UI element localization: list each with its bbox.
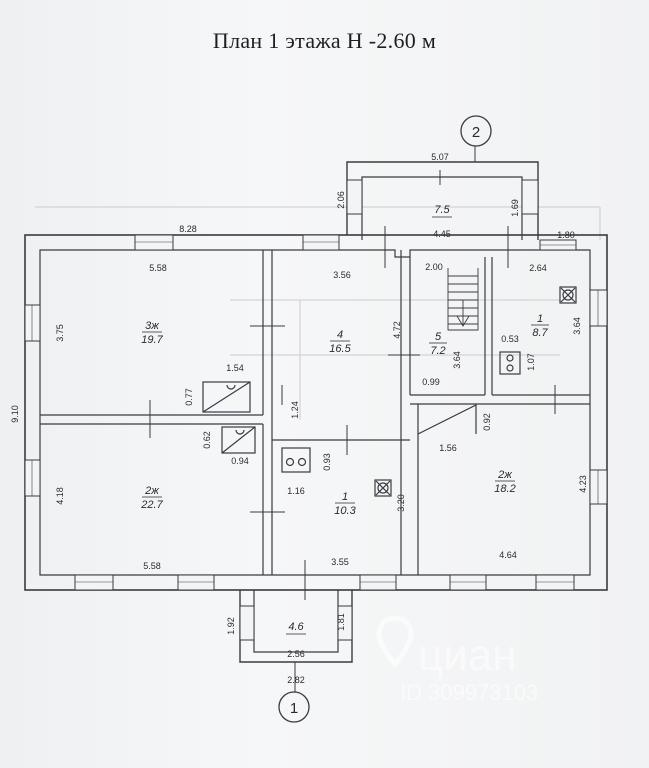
window-mullions xyxy=(31,241,599,583)
dim-label: 3.64 xyxy=(572,317,582,335)
dim-label: 1.81 xyxy=(336,613,346,631)
dim-label: 0.99 xyxy=(422,377,440,387)
dimension-labels: 5.07 2.06 1.69 8.28 4.45 1.80 5.58 3.56 … xyxy=(10,152,588,685)
dim-label: 5.58 xyxy=(143,561,161,571)
wardrobe-upper xyxy=(202,381,251,413)
dim-label: 2.64 xyxy=(529,263,547,273)
axis-label-1: 1 xyxy=(290,700,298,717)
boiler-icon xyxy=(559,286,577,304)
dim-label: 3.64 xyxy=(452,351,462,369)
watermark: циан ID 309973103 xyxy=(376,615,538,705)
dim-label: 3.75 xyxy=(55,324,65,342)
dim-label: 3.20 xyxy=(396,494,406,512)
dim-label: 1.24 xyxy=(290,401,300,419)
dim-label: 1.69 xyxy=(510,199,520,217)
stove-icon xyxy=(499,351,521,375)
dim-label: 4.18 xyxy=(55,487,65,505)
kitchen-boiler-icon xyxy=(374,479,392,497)
dim-label: 3.55 xyxy=(331,557,349,567)
room-number: 1 xyxy=(537,313,543,325)
dim-label: 2.82 xyxy=(287,675,305,685)
room-area: 7.2 xyxy=(430,345,445,357)
dim-label: 0.92 xyxy=(482,413,492,431)
dim-label: 0.77 xyxy=(184,388,194,406)
room-area: 18.2 xyxy=(494,483,515,495)
dim-label: 3.56 xyxy=(333,270,351,280)
room-labels: 3ж 19.7 4 16.5 5 7.2 1 8.7 2ж 22.7 1 10.… xyxy=(140,204,549,635)
porch-area: 7.5 xyxy=(434,204,450,216)
dim-label: 1.07 xyxy=(526,353,536,371)
dim-label: 2.56 xyxy=(287,649,305,659)
dim-label: 4.45 xyxy=(433,229,451,239)
dim-label: 2.00 xyxy=(425,262,443,272)
dim-label: 4.64 xyxy=(499,550,517,560)
room-number: 5 xyxy=(435,331,442,343)
dim-label: 4.23 xyxy=(578,475,588,493)
wardrobe-right xyxy=(417,404,477,435)
dim-label: 1.92 xyxy=(226,617,236,635)
staircase xyxy=(447,268,479,331)
cian-logo-icon xyxy=(376,615,414,668)
axis-marker-2 xyxy=(460,115,492,147)
kitchen-stove-icon xyxy=(281,447,311,473)
wardrobe-lower xyxy=(221,426,256,454)
room-area: 19.7 xyxy=(141,334,163,346)
room-number: 4 xyxy=(337,329,343,341)
watermark-id: ID 309973103 xyxy=(400,680,538,705)
door-marks xyxy=(149,170,556,600)
dim-label: 0.53 xyxy=(501,334,519,344)
dim-label: 1.16 xyxy=(287,486,305,496)
room-number: 2ж xyxy=(497,469,512,481)
dim-label: 0.94 xyxy=(231,456,249,466)
dim-label: 0.62 xyxy=(202,431,212,449)
room-area: 10.3 xyxy=(334,505,356,517)
dim-label: 0.93 xyxy=(322,453,332,471)
room-number: 3ж xyxy=(145,320,159,332)
room-number: 1 xyxy=(342,491,348,503)
axis-label-2: 2 xyxy=(472,124,480,141)
axis-marker-1 xyxy=(278,691,310,723)
dim-label: 5.07 xyxy=(431,152,449,162)
dim-label: 8.28 xyxy=(179,224,197,234)
outer-wall xyxy=(24,234,608,591)
dim-label: 4.72 xyxy=(392,321,402,339)
windows xyxy=(24,179,608,641)
plan-title: План 1 этажа Н -2.60 м xyxy=(212,28,437,53)
room-number: 2ж xyxy=(144,485,159,497)
watermark-brand: циан xyxy=(418,631,517,680)
porch-area: 4.6 xyxy=(288,621,304,633)
dim-label: 9.10 xyxy=(10,405,20,423)
dim-label: 1.56 xyxy=(439,443,457,453)
dim-label: 5.58 xyxy=(149,263,167,273)
dim-label: 1.54 xyxy=(226,363,244,373)
inner-wall-line xyxy=(39,249,591,576)
room-area: 8.7 xyxy=(532,327,548,339)
dim-label: 1.80 xyxy=(557,230,575,240)
dim-label: 2.06 xyxy=(336,191,346,209)
room-area: 16.5 xyxy=(329,343,351,355)
room-area: 22.7 xyxy=(140,499,163,511)
